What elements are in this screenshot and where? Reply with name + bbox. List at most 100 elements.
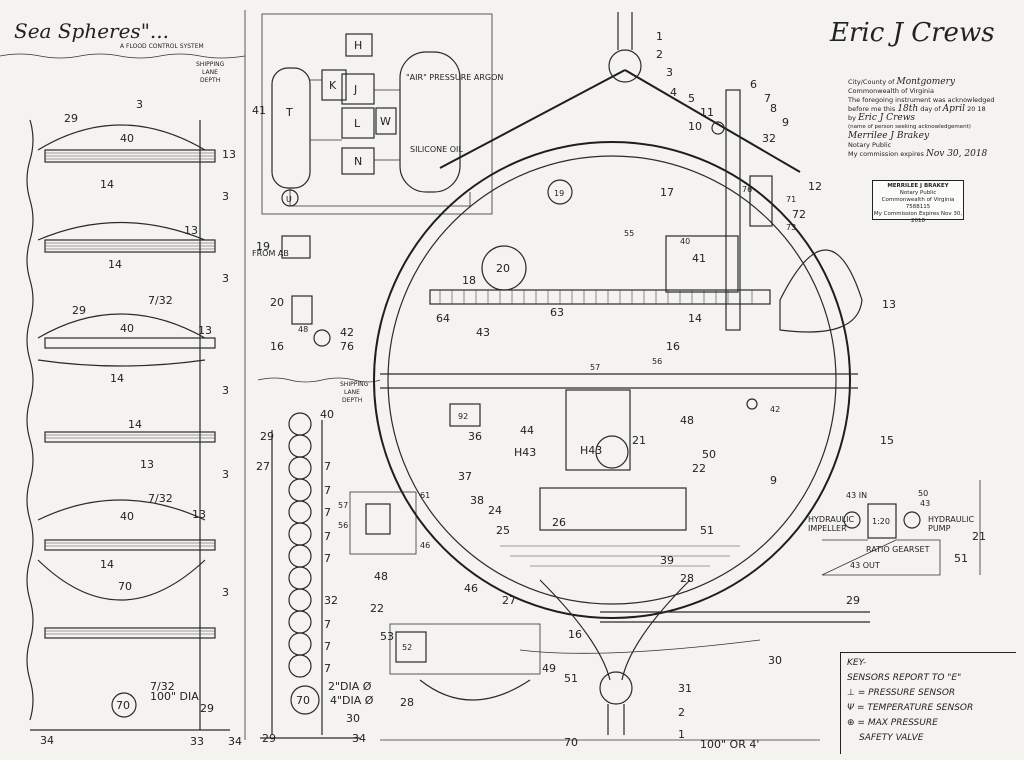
- svg-text:7: 7: [324, 640, 331, 653]
- block-j: [341, 73, 375, 105]
- svg-text:52: 52: [402, 643, 412, 652]
- sphere-arc: [37, 559, 206, 601]
- svg-text:50: 50: [918, 489, 928, 498]
- svg-text:27: 27: [256, 460, 270, 473]
- left-part-numbers: 3 29 40 13 14 3 13 14 3 7/32 29 40 13 14…: [40, 98, 242, 748]
- dia-2-label: 2"DIA Ø: [328, 680, 372, 693]
- svg-text:40: 40: [320, 408, 334, 421]
- box-41: [665, 235, 739, 293]
- svg-text:57: 57: [338, 501, 348, 510]
- svg-text:3: 3: [222, 468, 229, 481]
- notary-signature: Merrilee J Brakey: [848, 131, 930, 141]
- svg-text:5: 5: [688, 92, 695, 105]
- svg-text:40: 40: [120, 510, 134, 523]
- svg-text:29: 29: [262, 732, 276, 745]
- sphere-20: [481, 245, 527, 291]
- svg-text:39: 39: [660, 554, 674, 567]
- chain-spheres: [288, 412, 320, 715]
- svg-text:T: T: [285, 106, 293, 119]
- svg-text:40: 40: [680, 237, 690, 246]
- out43-label: 43 OUT: [850, 561, 880, 570]
- outer-shell: [373, 141, 851, 619]
- box-92: [449, 403, 481, 427]
- svg-text:41: 41: [252, 104, 266, 117]
- grating-band: [44, 337, 216, 349]
- notary-public-label: Notary Public: [848, 141, 892, 149]
- svg-text:20: 20: [270, 296, 284, 309]
- part-70-left: 70: [116, 699, 130, 712]
- control-schematic: T K J L W N H "AIR" PRESSURE ARGON SILIC…: [252, 13, 503, 404]
- svg-text:3: 3: [222, 586, 229, 599]
- svg-text:70: 70: [118, 580, 132, 593]
- svg-text:3: 3: [666, 66, 673, 79]
- block-k: [321, 69, 347, 101]
- key-temperature-row: Ψ = TEMPERATURE SENSOR: [847, 703, 974, 713]
- svg-text:6: 6: [750, 78, 757, 91]
- svg-text:13: 13: [222, 148, 236, 161]
- temperature-sensor-icon: Ψ: [847, 703, 855, 713]
- sensor-round: [313, 329, 331, 347]
- svg-text:14: 14: [110, 372, 124, 385]
- svg-text:73: 73: [786, 223, 796, 232]
- svg-text:3: 3: [222, 384, 229, 397]
- drawing-title: Sea Spheres"...: [14, 19, 169, 43]
- external-float-13: [779, 249, 863, 333]
- svg-text:26: 26: [552, 516, 566, 529]
- detail-48: [349, 491, 417, 555]
- grating-band: [44, 627, 216, 639]
- inventor-signature: Eric J Crews: [830, 18, 995, 48]
- sphere-arc: [37, 359, 206, 367]
- svg-text:70: 70: [564, 736, 578, 749]
- dia-4-label: 4"DIA Ø: [330, 694, 374, 707]
- svg-text:3: 3: [222, 272, 229, 285]
- schematic-frame: [261, 13, 493, 215]
- drawing-subtitle: A FLOOD CONTROL SYSTEM: [120, 43, 204, 50]
- block-h: [345, 33, 373, 57]
- lower-cone: [539, 579, 691, 681]
- svg-text:36: 36: [468, 430, 482, 443]
- svg-text:46: 46: [464, 582, 478, 595]
- key-valve-row: ⊕ = MAX PRESSURE: [847, 718, 938, 728]
- svg-text:N: N: [354, 155, 362, 168]
- svg-text:14: 14: [128, 418, 142, 431]
- svg-text:7: 7: [324, 506, 331, 519]
- svg-text:51: 51: [954, 552, 968, 565]
- svg-text:10: 10: [688, 120, 702, 133]
- block-n: [341, 147, 375, 175]
- svg-text:3: 3: [136, 98, 143, 111]
- svg-text:53: 53: [380, 630, 394, 643]
- stamp-state: Commonwealth of Virginia: [881, 197, 955, 203]
- svg-text:13: 13: [198, 324, 212, 337]
- svg-text:7/32: 7/32: [148, 294, 173, 307]
- sphere-chain: 70 40 29 27 7 7 7 7 7 32 7 7 7 2"DIA Ø 4…: [256, 408, 430, 745]
- notary-name-note: (name of person seeking acknowledgement): [848, 124, 971, 130]
- svg-text:L: L: [354, 117, 361, 130]
- inner-shell: [387, 155, 837, 605]
- svg-text:2: 2: [656, 48, 663, 61]
- grating-band: [44, 431, 216, 443]
- svg-text:71: 71: [786, 195, 796, 204]
- svg-text:H43: H43: [514, 446, 536, 459]
- key-valve-row2: SAFETY VALVE: [859, 733, 924, 743]
- svg-text:14: 14: [100, 558, 114, 571]
- svg-text:15: 15: [880, 434, 894, 447]
- svg-text:29: 29: [846, 594, 860, 607]
- svg-text:28: 28: [400, 696, 414, 709]
- main-sphere: 41 40 20 19 92 52 53 1 2: [370, 12, 896, 751]
- svg-text:7: 7: [324, 618, 331, 631]
- svg-text:K: K: [329, 79, 337, 92]
- sphere-21: [595, 435, 629, 469]
- svg-text:7: 7: [324, 460, 331, 473]
- svg-text:34: 34: [228, 735, 242, 748]
- svg-text:21: 21: [632, 434, 646, 447]
- svg-text:7: 7: [324, 530, 331, 543]
- top-float: [608, 49, 642, 83]
- svg-text:H: H: [354, 39, 362, 52]
- svg-text:22: 22: [692, 462, 706, 475]
- sphere-arc: [37, 124, 206, 151]
- bottom-float: [599, 671, 633, 705]
- svg-text:33: 33: [190, 735, 204, 748]
- notary-block: City/County of Montgomery Commonwealth o…: [848, 78, 1016, 159]
